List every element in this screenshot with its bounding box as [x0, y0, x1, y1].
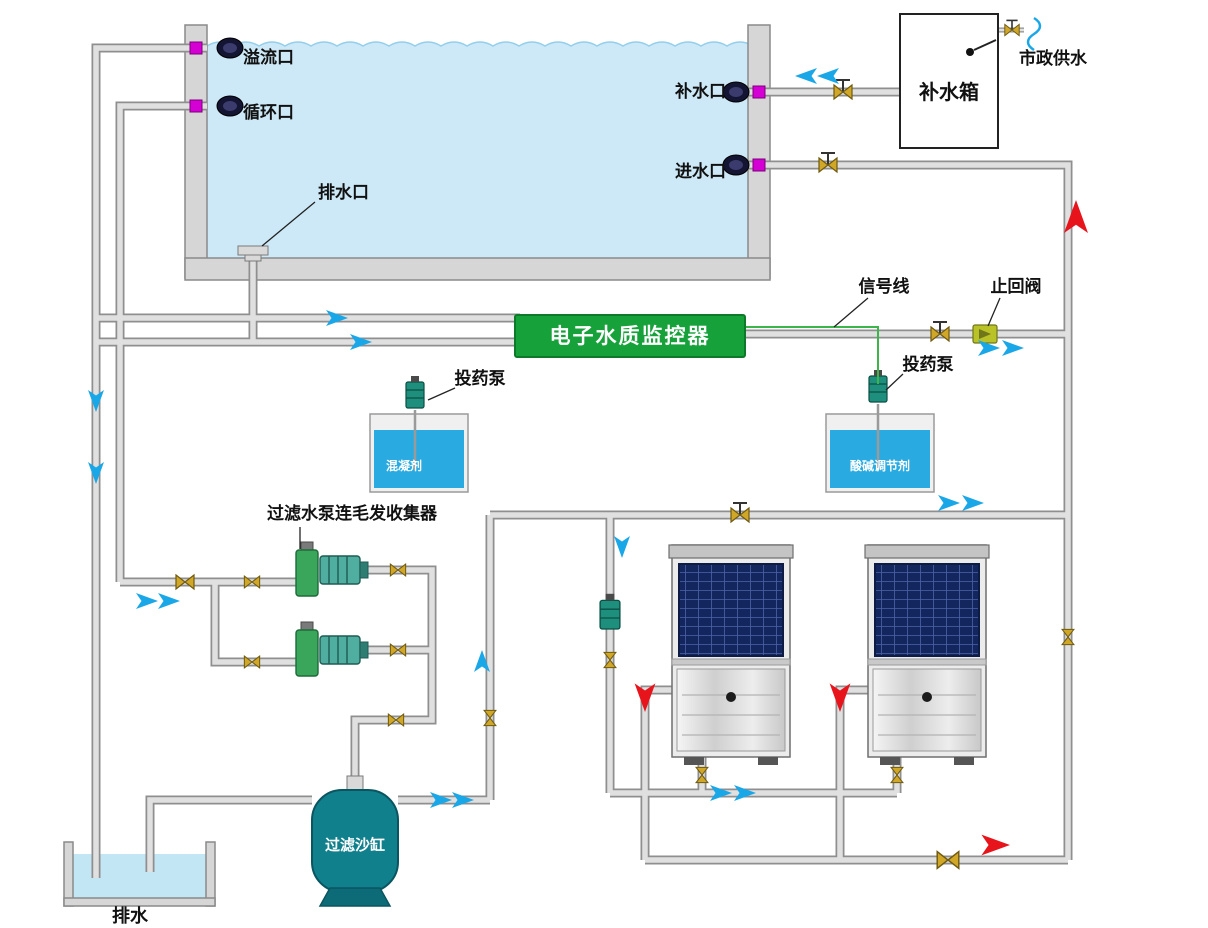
sand-filter — [311, 775, 399, 907]
sump-wall-left — [63, 841, 74, 907]
heat-pump-1 — [668, 544, 794, 766]
swimming-pool — [184, 24, 771, 281]
pipe-segment — [210, 582, 300, 667]
flow-device-icon — [599, 593, 621, 630]
inlet-port-icon — [722, 154, 750, 176]
inlet-port-fitting — [752, 158, 766, 172]
float-valve-ball — [966, 48, 974, 56]
signal-wire — [745, 326, 879, 384]
overflow-port-label: 溢流口 — [243, 47, 294, 67]
ph-liquid — [830, 430, 930, 488]
filter-pump-label: 过滤水泵连毛发收集器 — [267, 503, 438, 523]
inlet-port-label: 进水口 — [675, 161, 726, 181]
drain-sump — [63, 841, 216, 907]
sand-filter-label: 过滤沙缸 — [325, 836, 385, 854]
overflow-port-icon — [216, 37, 244, 59]
leader-drain-port — [261, 201, 316, 247]
sump-wall-bottom — [63, 897, 216, 907]
water-quality-monitor — [514, 314, 746, 358]
ph-adjuster-label: 酸碱调节剂 — [850, 458, 910, 473]
makeup-port-label: 补水口 — [674, 81, 726, 101]
pipe-segment — [147, 797, 312, 872]
sand-filter-neck — [346, 775, 364, 791]
pipe-segment — [350, 565, 437, 790]
pipe-segment — [748, 162, 1071, 860]
red-arrow — [981, 834, 1010, 856]
sand-filter-base — [318, 887, 392, 907]
blue-arrow — [136, 593, 158, 609]
blue-arrow — [938, 495, 960, 511]
filter-pump-1 — [295, 541, 369, 597]
valve-icon — [175, 574, 195, 590]
monitor-label: 电子水质监控器 — [550, 324, 711, 348]
circulation-port-fitting — [189, 99, 203, 113]
blue-arrow — [1002, 340, 1024, 356]
makeup-water-tank — [899, 13, 999, 149]
water-wave-line — [206, 41, 754, 47]
pipe-segment — [117, 103, 207, 582]
filter-pump-2 — [295, 621, 369, 677]
blue-arrow — [158, 593, 180, 609]
stem-valve-icon — [1003, 19, 1021, 37]
leader-check-valve — [987, 297, 1001, 327]
leader-lines — [261, 201, 1001, 549]
float-valve-arm — [973, 39, 997, 51]
coagulant-liquid — [374, 430, 464, 488]
makeup-tank-label: 补水箱 — [918, 80, 979, 104]
check-valve-label: 止回阀 — [991, 276, 1042, 296]
makeup-port-fitting — [752, 85, 766, 99]
sump-wall-right — [205, 841, 216, 907]
drain-port-label: 排水口 — [318, 182, 369, 202]
pool-wall-left — [184, 24, 208, 279]
municipal-supply-label: 市政供水 — [1019, 48, 1088, 68]
leader-signal — [833, 297, 869, 328]
coagulant-tank — [369, 375, 469, 493]
pool-drain-fitting — [237, 245, 269, 256]
blue-arrow — [795, 68, 817, 84]
coagulant-label: 混凝剂 — [386, 458, 422, 473]
labels: 溢流口 循环口 排水口 补水口 进水口 补水箱 市政供水 信号线 止回阀 投药泵… — [112, 47, 1088, 926]
valves — [175, 19, 1075, 870]
pipe-segment — [640, 685, 672, 860]
pipe-segment — [837, 687, 868, 860]
pool-wall-bottom — [184, 257, 771, 281]
circulation-port-icon — [216, 95, 244, 117]
pool-drain-fitting-lower — [244, 254, 262, 262]
drain-sump-label: 排水 — [112, 905, 149, 926]
makeup-port-icon — [722, 81, 750, 103]
pool-ports — [189, 37, 766, 262]
pipe-segment — [93, 45, 207, 878]
heat-pump-2 — [864, 544, 990, 766]
valve-icon — [936, 850, 960, 870]
makeup-tank-body — [899, 13, 999, 149]
blue-arrow — [614, 536, 630, 558]
pool-wall-right — [747, 24, 771, 279]
blue-arrow — [817, 68, 839, 84]
pipes — [93, 28, 1071, 878]
leader-dosing-right — [885, 373, 904, 391]
pipe-segment — [835, 685, 868, 860]
municipal-break-symbol — [1026, 16, 1042, 52]
check-valve-icon — [972, 324, 998, 344]
circulation-port-label: 循环口 — [243, 102, 294, 122]
pipe-segment — [642, 687, 672, 860]
pool-water — [207, 42, 753, 258]
pipe-segment — [212, 582, 300, 665]
signal-line-label: 信号线 — [859, 276, 910, 296]
overflow-port-fitting — [189, 41, 203, 55]
dosing-pump-left-label: 投药泵 — [455, 368, 506, 388]
pipe-segment — [352, 567, 435, 790]
ph-adjuster-tank — [825, 369, 935, 493]
blue-arrow — [962, 495, 984, 511]
dosing-pump-left-icon — [405, 375, 425, 409]
dosing-pump-right-label: 投药泵 — [903, 354, 954, 374]
leader-dosing-left — [427, 387, 456, 401]
